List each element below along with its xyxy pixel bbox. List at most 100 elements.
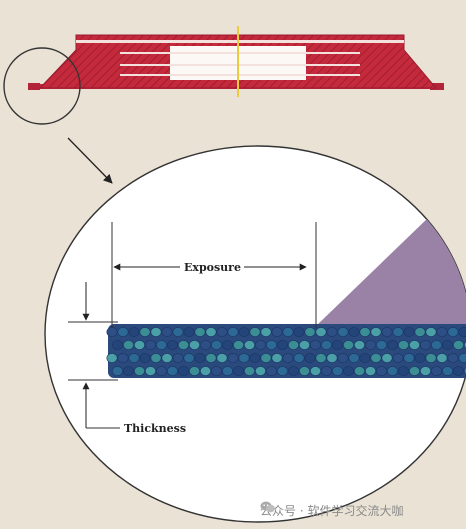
diamond-grit xyxy=(287,366,299,376)
diamond-grit xyxy=(265,366,277,376)
diamond-grit xyxy=(287,340,299,350)
diamond-grit xyxy=(441,366,453,376)
diamond-grit xyxy=(194,353,206,363)
diamond-grit xyxy=(123,340,135,350)
diamond-grit xyxy=(271,353,283,363)
diamond-grit xyxy=(249,353,261,363)
diamond-grit xyxy=(139,353,151,363)
diamond-grit xyxy=(331,340,343,350)
diamond-grit xyxy=(244,366,256,376)
diamond-grit xyxy=(386,340,398,350)
diamond-grit xyxy=(359,353,371,363)
diamond-grit xyxy=(403,353,415,363)
diamond-grit xyxy=(359,327,371,337)
thickness-label: Thickness xyxy=(124,422,186,435)
watermark: 公众号 · 软件学习交流大咖 xyxy=(260,500,403,520)
diamond-grit xyxy=(117,353,129,363)
diamond-grit xyxy=(315,327,327,337)
diamond-grit xyxy=(145,366,157,376)
diamond-grit xyxy=(178,366,190,376)
diamond-grit xyxy=(276,340,288,350)
diamond-grit xyxy=(441,340,453,350)
diamond-grit xyxy=(161,327,173,337)
magnified-view: Exposure Thickness xyxy=(44,145,466,523)
diamond-grit xyxy=(216,353,228,363)
diamond-grit xyxy=(238,327,250,337)
diamond-grit xyxy=(200,340,212,350)
diamond-grit xyxy=(222,340,234,350)
diamond-grit xyxy=(447,327,459,337)
diamond-grit xyxy=(265,340,277,350)
diamond-grit xyxy=(403,327,415,337)
diamond-grit xyxy=(298,366,310,376)
diamond-grit xyxy=(430,340,442,350)
diamond-grit xyxy=(348,353,360,363)
diamond-grit xyxy=(167,366,179,376)
diamond-grit xyxy=(408,366,420,376)
diamond-grit xyxy=(123,366,135,376)
diamond-grit xyxy=(183,353,195,363)
diamond-grit xyxy=(425,353,437,363)
bond-matrix xyxy=(316,216,466,330)
diamond-grit xyxy=(337,353,349,363)
diamond-grit xyxy=(227,327,239,337)
diamond-grit xyxy=(139,327,151,337)
blade-rim-left-tip xyxy=(28,83,40,90)
diamond-grit xyxy=(392,327,404,337)
diamond-grit xyxy=(194,327,206,337)
diamond-grit xyxy=(408,340,420,350)
callout-circle xyxy=(3,47,81,125)
diamond-grit xyxy=(145,340,157,350)
diamond-grit xyxy=(337,327,349,337)
diamond-grit xyxy=(156,340,168,350)
diamond-grit xyxy=(370,353,382,363)
watermark-text: 公众号 · 软件学习交流大咖 xyxy=(260,503,404,518)
diamond-grit xyxy=(452,340,464,350)
diamond-grit xyxy=(260,353,272,363)
diamond-grit xyxy=(392,353,404,363)
diamond-grit xyxy=(255,340,267,350)
diamond-grit xyxy=(370,327,382,337)
diamond-grit xyxy=(397,366,409,376)
diamond-grit xyxy=(348,327,360,337)
exposure-label: Exposure xyxy=(184,261,241,274)
diamond-grit xyxy=(353,366,365,376)
diamond-grit xyxy=(320,340,332,350)
diamond-grit xyxy=(364,366,376,376)
diamond-grit xyxy=(414,353,426,363)
diamond-grit xyxy=(304,327,316,337)
diamond-grit xyxy=(183,327,195,337)
diamond-grit xyxy=(375,340,387,350)
diamond-grit xyxy=(172,353,184,363)
diamond-grit xyxy=(375,366,387,376)
diamond-grit xyxy=(282,327,294,337)
diamond-grit xyxy=(178,340,190,350)
diamond-grit xyxy=(419,366,431,376)
diamond-grit xyxy=(326,327,338,337)
blade-band-top xyxy=(76,40,404,43)
diamond-grit xyxy=(211,366,223,376)
wechat-icon xyxy=(260,501,275,513)
diamond-grit xyxy=(447,353,459,363)
diamond-grit xyxy=(320,366,332,376)
diamond-grit xyxy=(293,353,305,363)
diamond-grit xyxy=(189,340,201,350)
diamond-grit xyxy=(134,340,146,350)
diamond-grit xyxy=(282,353,294,363)
diamond-grit xyxy=(353,340,365,350)
diamond-grit xyxy=(293,327,305,337)
diamond-grit xyxy=(315,353,327,363)
diamond-grit xyxy=(425,327,437,337)
diamond-grit xyxy=(331,366,343,376)
diamond-grit xyxy=(233,340,245,350)
diamond-grit xyxy=(386,366,398,376)
diamond-grit xyxy=(452,366,464,376)
diamond-grit xyxy=(260,327,272,337)
grit-band xyxy=(108,324,466,378)
diamond-grit xyxy=(342,340,354,350)
diamond-grit xyxy=(200,366,212,376)
diamond-grit xyxy=(309,366,321,376)
diamond-grit xyxy=(233,366,245,376)
diamond-grit xyxy=(249,327,261,337)
